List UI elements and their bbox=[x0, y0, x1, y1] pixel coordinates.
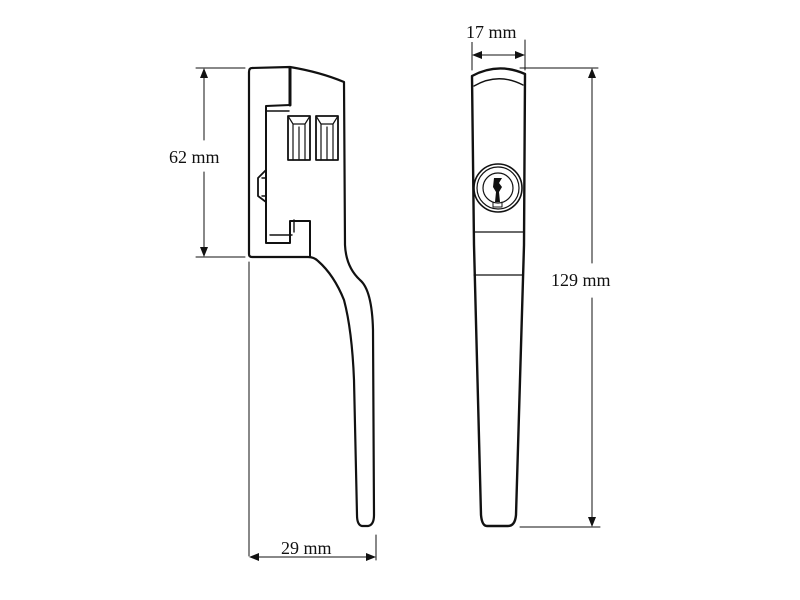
dimension-arrows bbox=[200, 51, 596, 561]
dimension-label-29mm: 29 mm bbox=[281, 538, 332, 558]
dimension-label-17mm: 17 mm bbox=[466, 22, 517, 42]
dimension-label-62mm: 62 mm bbox=[169, 147, 220, 167]
side-view bbox=[247, 65, 376, 528]
dimension-label-129mm: 129 mm bbox=[551, 270, 611, 290]
front-view bbox=[470, 67, 527, 528]
dimension-lines bbox=[195, 39, 601, 561]
